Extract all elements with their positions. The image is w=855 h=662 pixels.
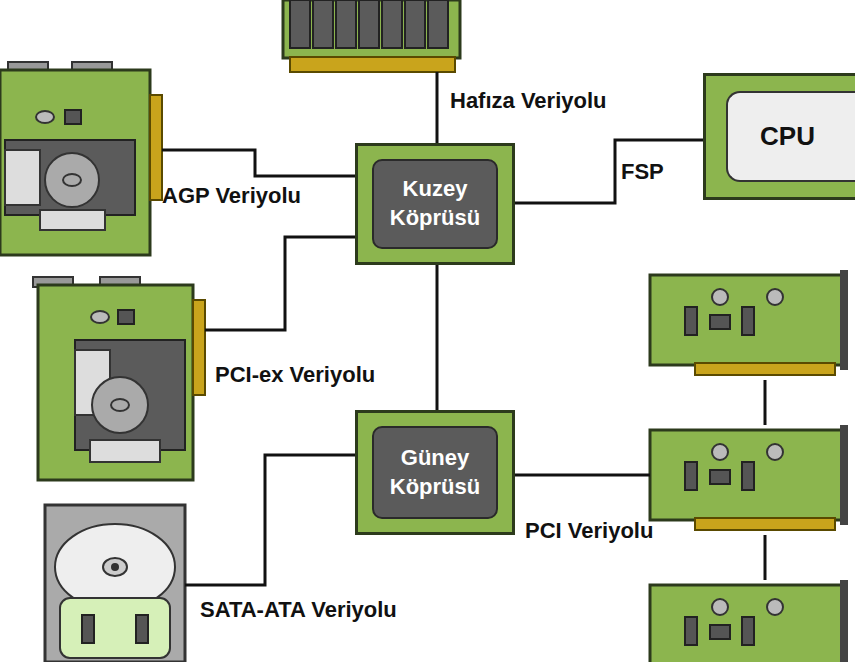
chip-face: Kuzey Köprüsü (372, 159, 498, 249)
bus-label: SATA-ATA Veriyolu (200, 597, 397, 622)
bus-label: PCI Veriyolu (525, 518, 653, 543)
node-text: Güney Köprüsü (374, 440, 496, 505)
chip-face: CPU (726, 91, 855, 182)
bus-label: AGP Veriyolu (162, 183, 301, 208)
south-bridge-chip: Güney Köprüsü (355, 410, 515, 535)
pci-card (650, 425, 848, 530)
pci-card (650, 270, 848, 375)
memory-bus-line (436, 72, 439, 143)
bus-connector (515, 140, 703, 203)
ram-module (283, 0, 460, 72)
node-text: CPU (760, 121, 823, 152)
pci-express-card (33, 277, 205, 480)
pci-card (650, 580, 848, 662)
bus-label: FSP (621, 159, 664, 184)
pci-bus-line (515, 474, 650, 477)
bus-connector (436, 265, 439, 410)
node-text: Kuzey Köprüsü (374, 171, 496, 236)
cpu-box: CPU (703, 73, 855, 200)
agp-card (0, 62, 162, 255)
pci-chain-line (764, 380, 767, 425)
north-bridge-chip: Kuzey Köprüsü (355, 143, 515, 265)
hard-disk (45, 505, 185, 662)
agp-bus-line (162, 150, 355, 176)
bus-label: PCI-ex Veriyolu (215, 362, 375, 387)
bus-label: Hafıza Veriyolu (450, 88, 607, 113)
sata-bus-line (185, 455, 355, 585)
pci-chain-line (764, 535, 767, 580)
chip-face: Güney Köprüsü (372, 426, 498, 519)
pci-express-bus-line (205, 237, 355, 330)
